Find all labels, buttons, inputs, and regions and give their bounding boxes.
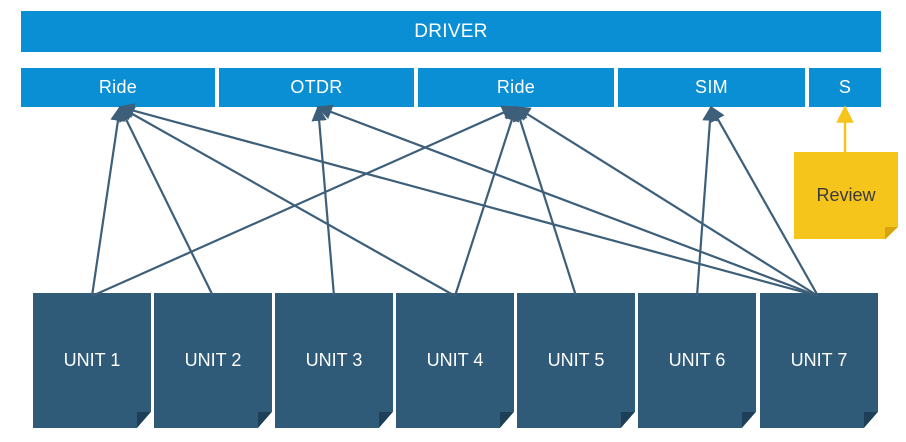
review-label: Review <box>816 185 876 205</box>
arrow-unit-7-to-module-1 <box>118 103 819 298</box>
unit-3-box: UNIT 3 <box>275 293 393 428</box>
unit-2-label: UNIT 2 <box>184 350 242 370</box>
arrow-unit-5-to-module-3 <box>512 105 578 297</box>
module-ride-2: Ride <box>418 68 614 107</box>
arrow-unit-7-to-module-2 <box>316 104 819 298</box>
unit-7-label: UNIT 7 <box>790 350 848 370</box>
arrow-unit-1-to-module-3 <box>91 105 518 298</box>
arrow-unit-7-to-module-4 <box>710 105 819 297</box>
unit-1-box: UNIT 1 <box>33 293 151 428</box>
unit-1-label: UNIT 1 <box>63 350 121 370</box>
arrow-unit-7-to-module-3 <box>514 106 819 297</box>
arrow-unit-4-to-module-1 <box>118 106 456 297</box>
arrow-unit-4-to-module-3 <box>453 105 520 297</box>
arrow-unit-6-to-module-4 <box>695 105 718 297</box>
driver-bar: DRIVER <box>21 11 881 52</box>
module-otdr: OTDR <box>219 68 414 107</box>
module-s: S <box>809 68 881 107</box>
arrow-unit-3-to-module-2 <box>311 105 336 297</box>
unit-5-label: UNIT 5 <box>547 350 605 370</box>
unit-6-label: UNIT 6 <box>668 350 726 370</box>
unit-6-box: UNIT 6 <box>638 293 756 428</box>
unit-3-label: UNIT 3 <box>305 350 363 370</box>
unit-4-label: UNIT 4 <box>426 350 484 370</box>
review-note: Review <box>794 152 898 239</box>
module-sim: SIM <box>618 68 805 107</box>
arrow-unit-2-to-module-1 <box>119 105 214 297</box>
unit-5-box: UNIT 5 <box>517 293 635 428</box>
arrow-layer <box>90 103 854 298</box>
arrow-unit-1-to-module-1 <box>90 105 126 297</box>
unit-4-box: UNIT 4 <box>396 293 514 428</box>
module-ride-1: Ride <box>21 68 215 107</box>
unit-7-box: UNIT 7 <box>760 293 878 428</box>
